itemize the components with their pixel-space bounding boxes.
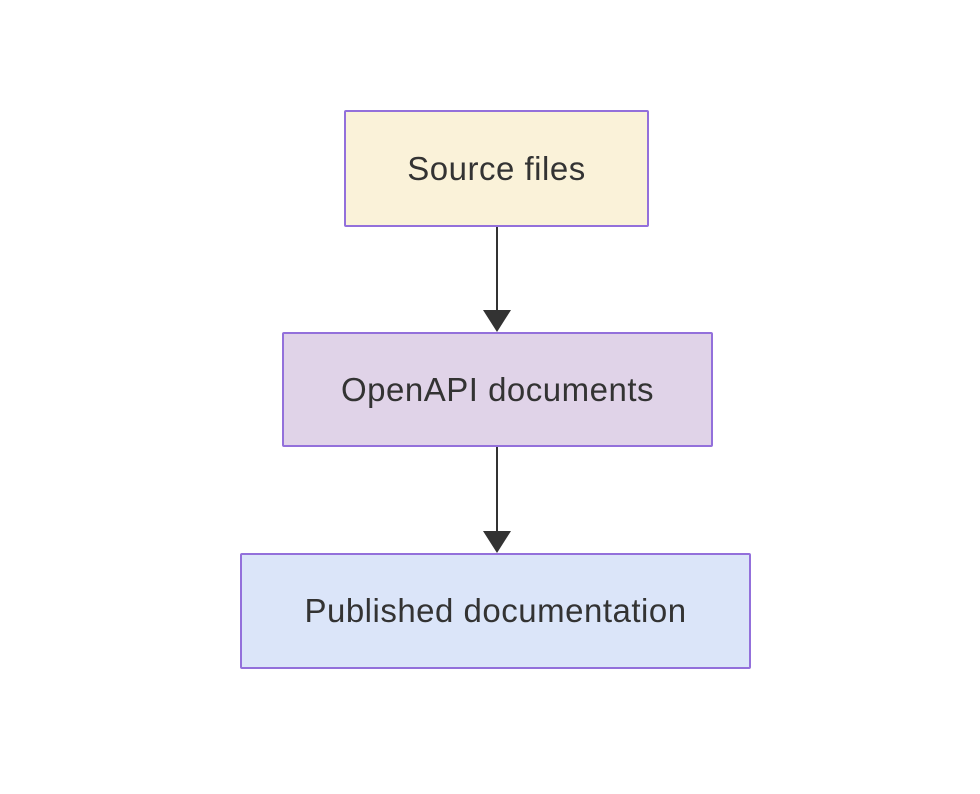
- edge-source-to-openapi: [483, 227, 511, 332]
- arrowhead-down: [483, 531, 511, 553]
- arrowhead-down: [483, 310, 511, 332]
- edge-openapi-to-published: [483, 447, 511, 553]
- node-label: Source files: [407, 149, 586, 187]
- node-source-files: Source files: [344, 110, 649, 227]
- node-label: Published documentation: [304, 592, 687, 630]
- node-label: OpenAPI documents: [340, 370, 654, 408]
- node-published-documentation: Published documentation: [240, 553, 751, 669]
- node-openapi-documents: OpenAPI documents: [282, 332, 713, 447]
